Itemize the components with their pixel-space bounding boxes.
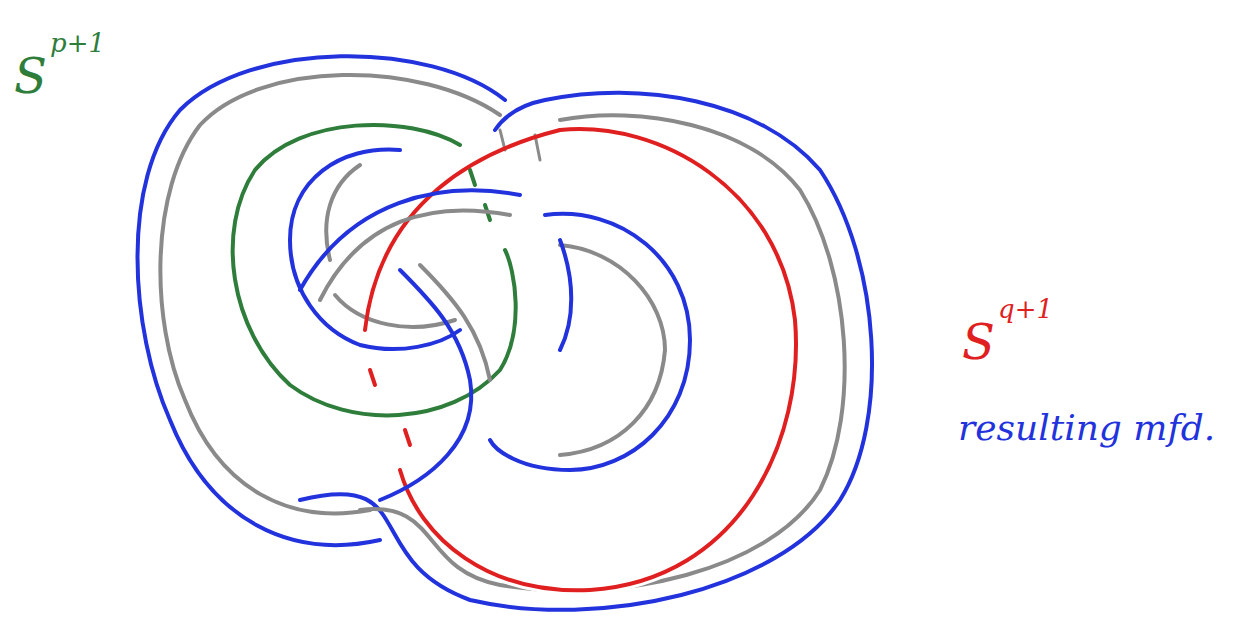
caption-note: resulting mfd.	[958, 410, 1215, 446]
right-hole-outline	[490, 214, 690, 470]
sphere-dimension: p+1	[50, 30, 105, 56]
green-core-sphere	[233, 125, 516, 415]
red-core-sphere	[400, 129, 796, 590]
sphere-dimension: q+1	[998, 296, 1053, 322]
sphere-letter: S	[14, 52, 47, 100]
sphere-letter: S	[962, 318, 995, 366]
right-grey-contour	[360, 115, 845, 590]
left-hole-outline	[290, 150, 460, 349]
right-outer-outline	[300, 93, 872, 610]
